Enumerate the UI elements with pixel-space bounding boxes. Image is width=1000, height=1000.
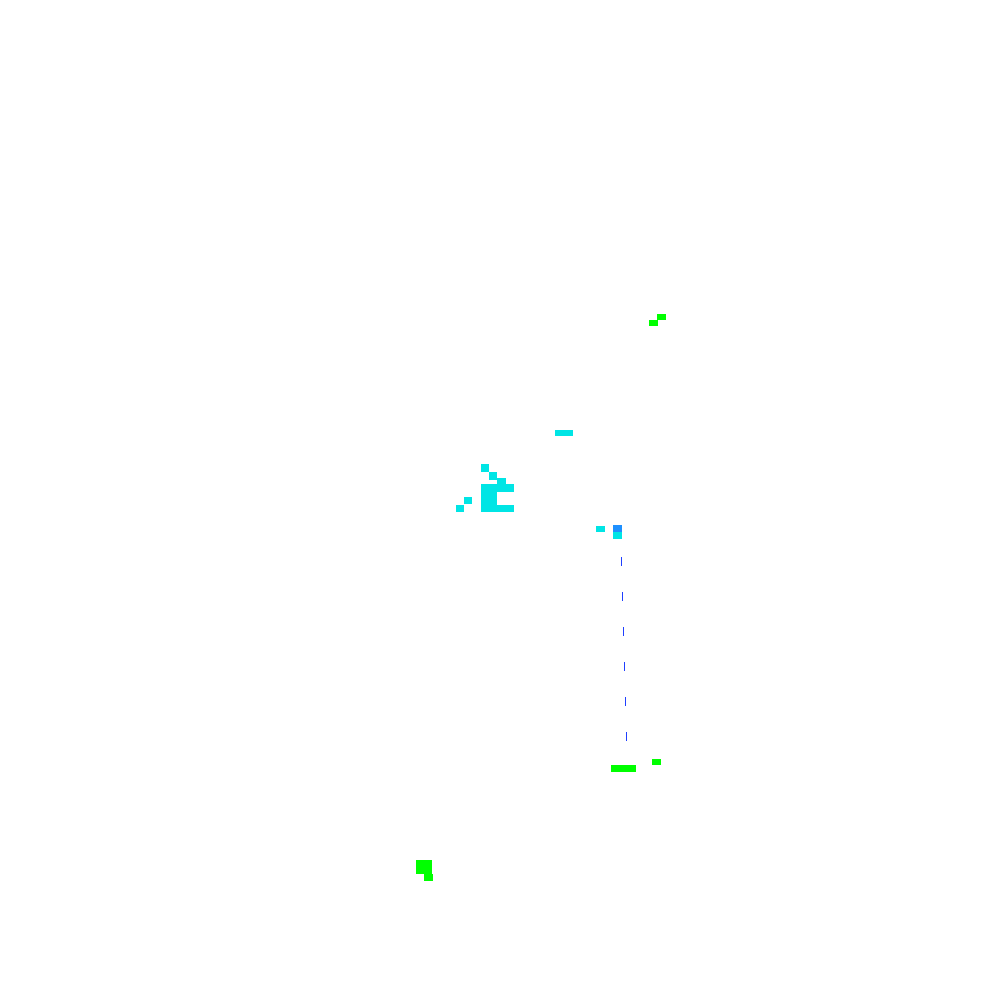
cyan-pixel [596, 526, 605, 532]
blue-pixel [613, 525, 622, 532]
blue-dot [625, 697, 626, 706]
green-pixel [649, 320, 658, 326]
green-mark-bottom [416, 860, 433, 881]
cyan-pixel [497, 505, 514, 512]
blue-dotted-line [621, 557, 627, 741]
cyan-pixel [489, 472, 497, 480]
blue-dot [624, 662, 625, 671]
green-mark-middle [611, 759, 661, 772]
blue-dot [622, 592, 623, 601]
cyan-pixel [481, 492, 497, 512]
blue-dot [623, 627, 624, 636]
cyan-pixel [613, 532, 622, 539]
green-mark-top [649, 314, 666, 326]
cyan-dash [555, 430, 573, 436]
cyan-pixel [481, 484, 514, 492]
cyan-blue-marks [596, 525, 622, 539]
cyan-pixel [456, 505, 464, 512]
green-pixel [424, 874, 433, 881]
green-pixel [657, 314, 666, 320]
green-pixel [416, 860, 432, 874]
green-pixel [652, 759, 661, 765]
cyan-pixel [464, 497, 472, 504]
blue-dot [626, 732, 627, 741]
green-pixel [611, 765, 636, 772]
cyan-cluster [456, 464, 514, 512]
cyan-pixel [497, 478, 506, 484]
blue-dot [621, 557, 622, 566]
cyan-pixel [481, 464, 489, 472]
